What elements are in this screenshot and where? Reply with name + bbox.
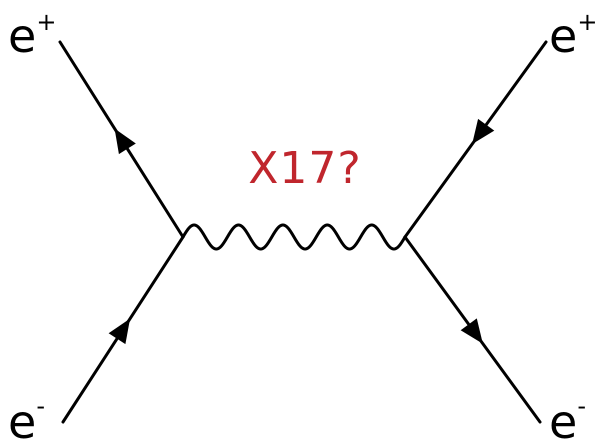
propagator-wave (181, 223, 407, 251)
arrow-bottom-left (108, 318, 131, 345)
label-bottom-left: e- (8, 392, 45, 447)
arrow-top-right (472, 118, 495, 145)
label-bottom-right: e- (549, 392, 586, 447)
mediator-label: X17? (248, 143, 361, 194)
label-top-left: e+ (8, 8, 56, 63)
label-top-right: e+ (549, 8, 597, 63)
arrow-top-left (114, 128, 136, 155)
arrow-bottom-right (460, 318, 483, 344)
